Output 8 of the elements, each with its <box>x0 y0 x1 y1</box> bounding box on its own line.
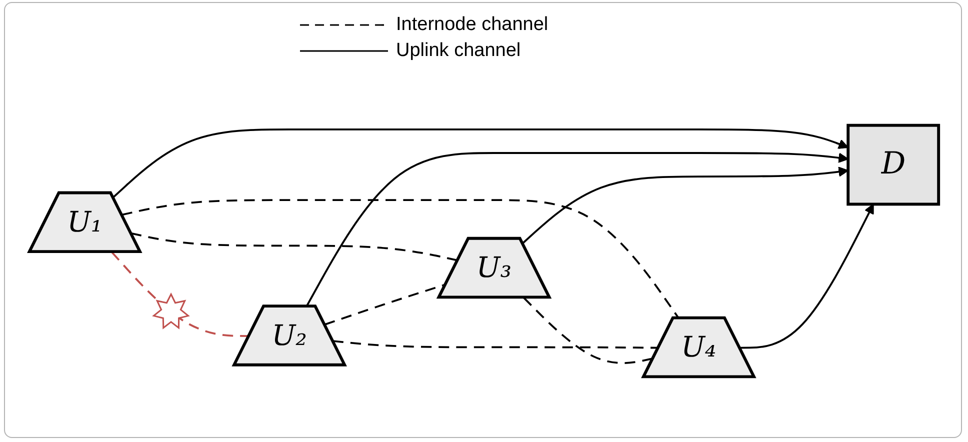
arrow <box>522 166 849 244</box>
arrow <box>112 128 849 198</box>
connector <box>130 232 458 262</box>
connector <box>332 340 659 349</box>
legend-label: Uplink channel <box>396 39 521 63</box>
legend-label: Internode channel <box>396 13 548 37</box>
arrow <box>740 204 874 349</box>
connector <box>523 297 654 364</box>
